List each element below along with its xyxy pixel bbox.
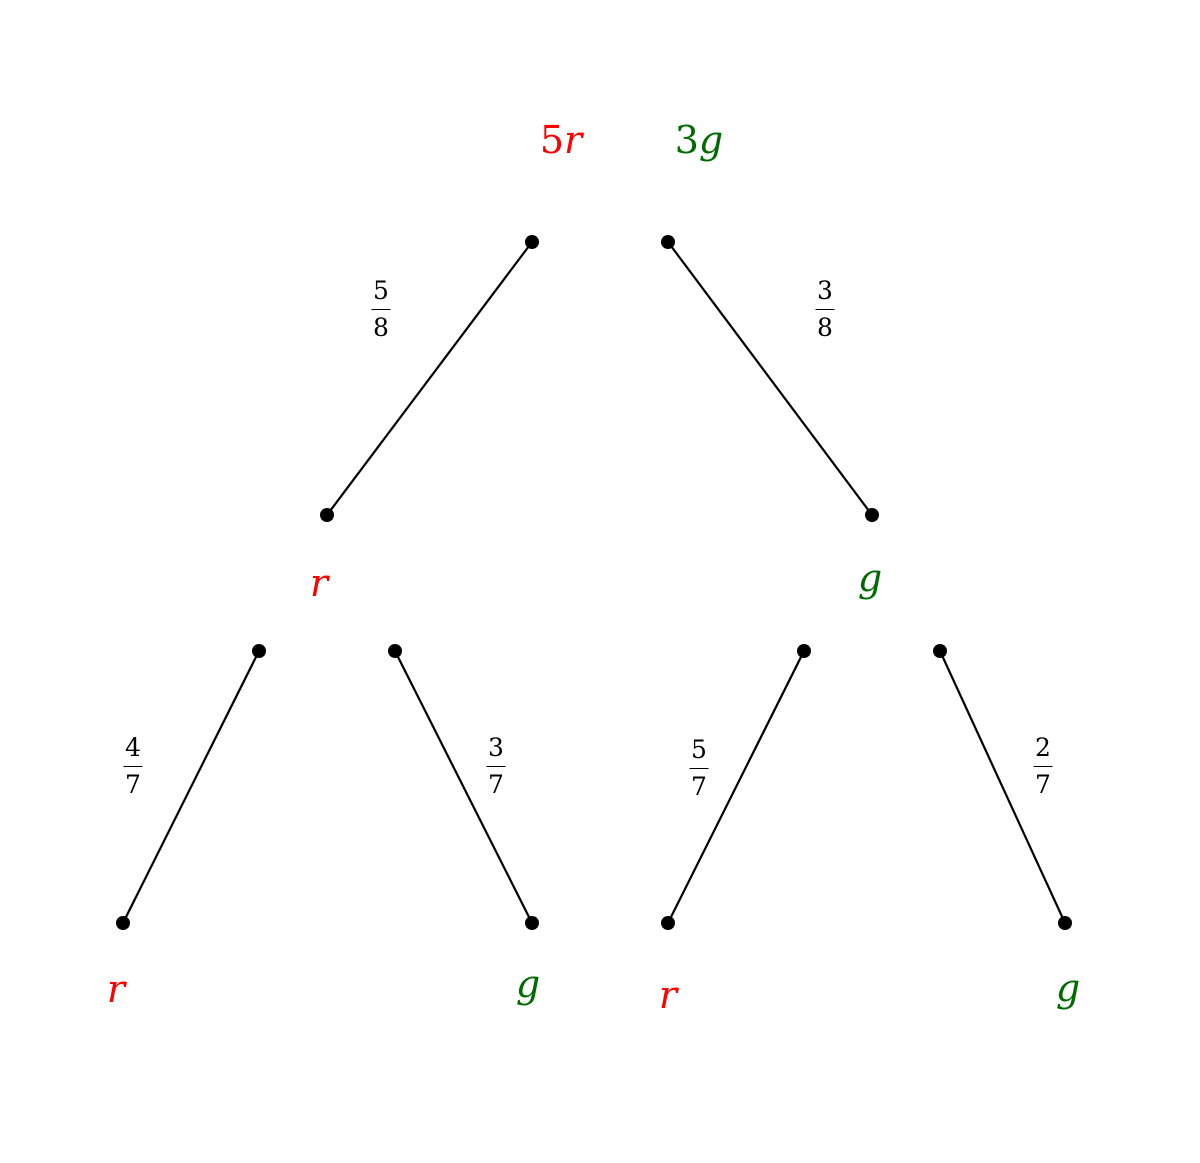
prob-gg-denominator: 7: [1035, 770, 1051, 799]
fraction-bar: [486, 766, 506, 767]
fraction-bar: [123, 766, 143, 767]
label-outcome-gg: g: [1055, 966, 1081, 1010]
node-top-left: [525, 235, 539, 249]
bag-red-count: 5r: [540, 121, 582, 159]
prob-red-then-red: 4 7: [123, 733, 143, 799]
prob-first-red: 5 8: [371, 276, 391, 342]
prob-first-green: 3 8: [815, 276, 835, 342]
label-outcome-gr: r: [658, 973, 678, 1017]
red-count-number: 5: [539, 118, 565, 162]
prob-rg-numerator: 3: [488, 733, 504, 762]
node-outcome-gg: [1058, 916, 1072, 930]
fraction-bar: [371, 309, 391, 310]
branch-red-first: [326, 241, 533, 516]
label-outcome-rg: g: [515, 962, 541, 1006]
node-first-red: [320, 508, 334, 522]
branch-green-first: [667, 241, 873, 516]
label-first-green: g: [857, 556, 883, 600]
branch-green-then-green: [939, 650, 1066, 924]
red-count-variable: r: [564, 118, 583, 162]
node-top-right: [661, 235, 675, 249]
branch-red-then-red: [122, 650, 260, 924]
prob-green-then-red: 5 7: [689, 735, 709, 801]
prob-gr-denominator: 7: [691, 772, 707, 801]
prob-gr-numerator: 5: [691, 735, 707, 764]
green-count-number: 3: [674, 118, 699, 162]
label-outcome-rr: r: [106, 967, 126, 1011]
prob-rr-numerator: 4: [125, 733, 141, 762]
prob-first-green-denominator: 8: [817, 313, 833, 342]
node-second-start-4: [933, 644, 947, 658]
node-second-start-3: [797, 644, 811, 658]
prob-green-then-green: 2 7: [1033, 733, 1053, 799]
prob-rr-denominator: 7: [125, 770, 141, 799]
prob-rg-denominator: 7: [488, 770, 504, 799]
bag-green-count: 3g: [675, 121, 724, 159]
node-outcome-gr: [661, 916, 675, 930]
node-outcome-rg: [525, 916, 539, 930]
prob-first-red-numerator: 5: [373, 276, 389, 305]
green-count-variable: g: [698, 118, 724, 162]
branch-green-then-red: [667, 650, 805, 924]
node-outcome-rr: [116, 916, 130, 930]
fraction-bar: [815, 309, 835, 310]
prob-first-green-numerator: 3: [817, 276, 833, 305]
prob-first-red-denominator: 8: [373, 313, 389, 342]
prob-gg-numerator: 2: [1035, 733, 1051, 762]
label-first-red: r: [309, 561, 329, 605]
branch-red-then-green: [394, 650, 533, 924]
prob-red-then-green: 3 7: [486, 733, 506, 799]
node-second-start-1: [252, 644, 266, 658]
node-first-green: [865, 508, 879, 522]
fraction-bar: [689, 768, 709, 769]
fraction-bar: [1033, 766, 1053, 767]
node-second-start-2: [388, 644, 402, 658]
